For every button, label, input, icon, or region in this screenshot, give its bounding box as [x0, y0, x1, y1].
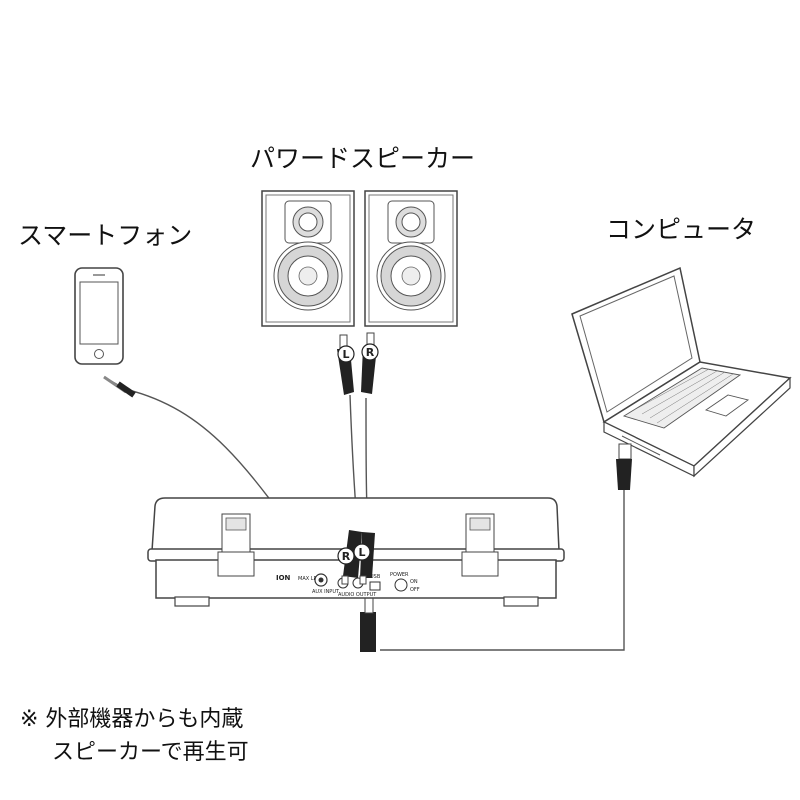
- latch-right-icon: [461, 513, 499, 577]
- plug-left-letter: L: [342, 348, 349, 361]
- latch-left-icon: [217, 513, 255, 577]
- plug-right-letter: R: [366, 346, 375, 359]
- usb-plug-bottom-icon: [360, 595, 376, 652]
- computer-label: コンピュータ: [606, 215, 757, 244]
- smartphone-icon: [74, 267, 124, 365]
- plug-right-letter-bottom: R: [342, 550, 351, 563]
- usb-port: [369, 581, 381, 591]
- rca-plug-left-top-icon: L: [337, 334, 355, 395]
- brand-logo: ION: [276, 574, 291, 582]
- power-jack: [394, 578, 408, 592]
- note-line-2: スピーカーで再生可: [52, 740, 249, 765]
- usb-port-label: USB: [370, 574, 381, 580]
- model-label: MAX LP: [298, 576, 317, 582]
- powered-speakers-label: パワードスピーカー: [250, 144, 476, 173]
- aux-plug-top-icon: [103, 375, 136, 398]
- plug-left-letter-bottom: L: [358, 546, 365, 559]
- smartphone-label: スマートフォン: [18, 221, 193, 250]
- power-on-label: ON: [410, 579, 418, 585]
- aux-input-label: AUX INPUT: [312, 589, 340, 595]
- audio-output-label: AUDIO OUTPUT: [338, 592, 377, 598]
- speaker-left-icon: [261, 190, 355, 327]
- rca-plug-right-top-icon: R: [361, 332, 379, 394]
- power-off-label: OFF: [410, 587, 420, 593]
- power-label: POWER: [390, 572, 409, 578]
- rca-plug-right-bottom-icon: L: [353, 532, 375, 585]
- laptop-icon: [571, 266, 792, 478]
- usb-plug-top-icon: [616, 443, 632, 490]
- rca-plug-left-bottom-icon: R: [337, 530, 362, 585]
- note-line-1: ※ 外部機器からも内蔵: [20, 707, 244, 732]
- speaker-right-icon: [364, 190, 458, 327]
- usb-cable: [380, 488, 625, 651]
